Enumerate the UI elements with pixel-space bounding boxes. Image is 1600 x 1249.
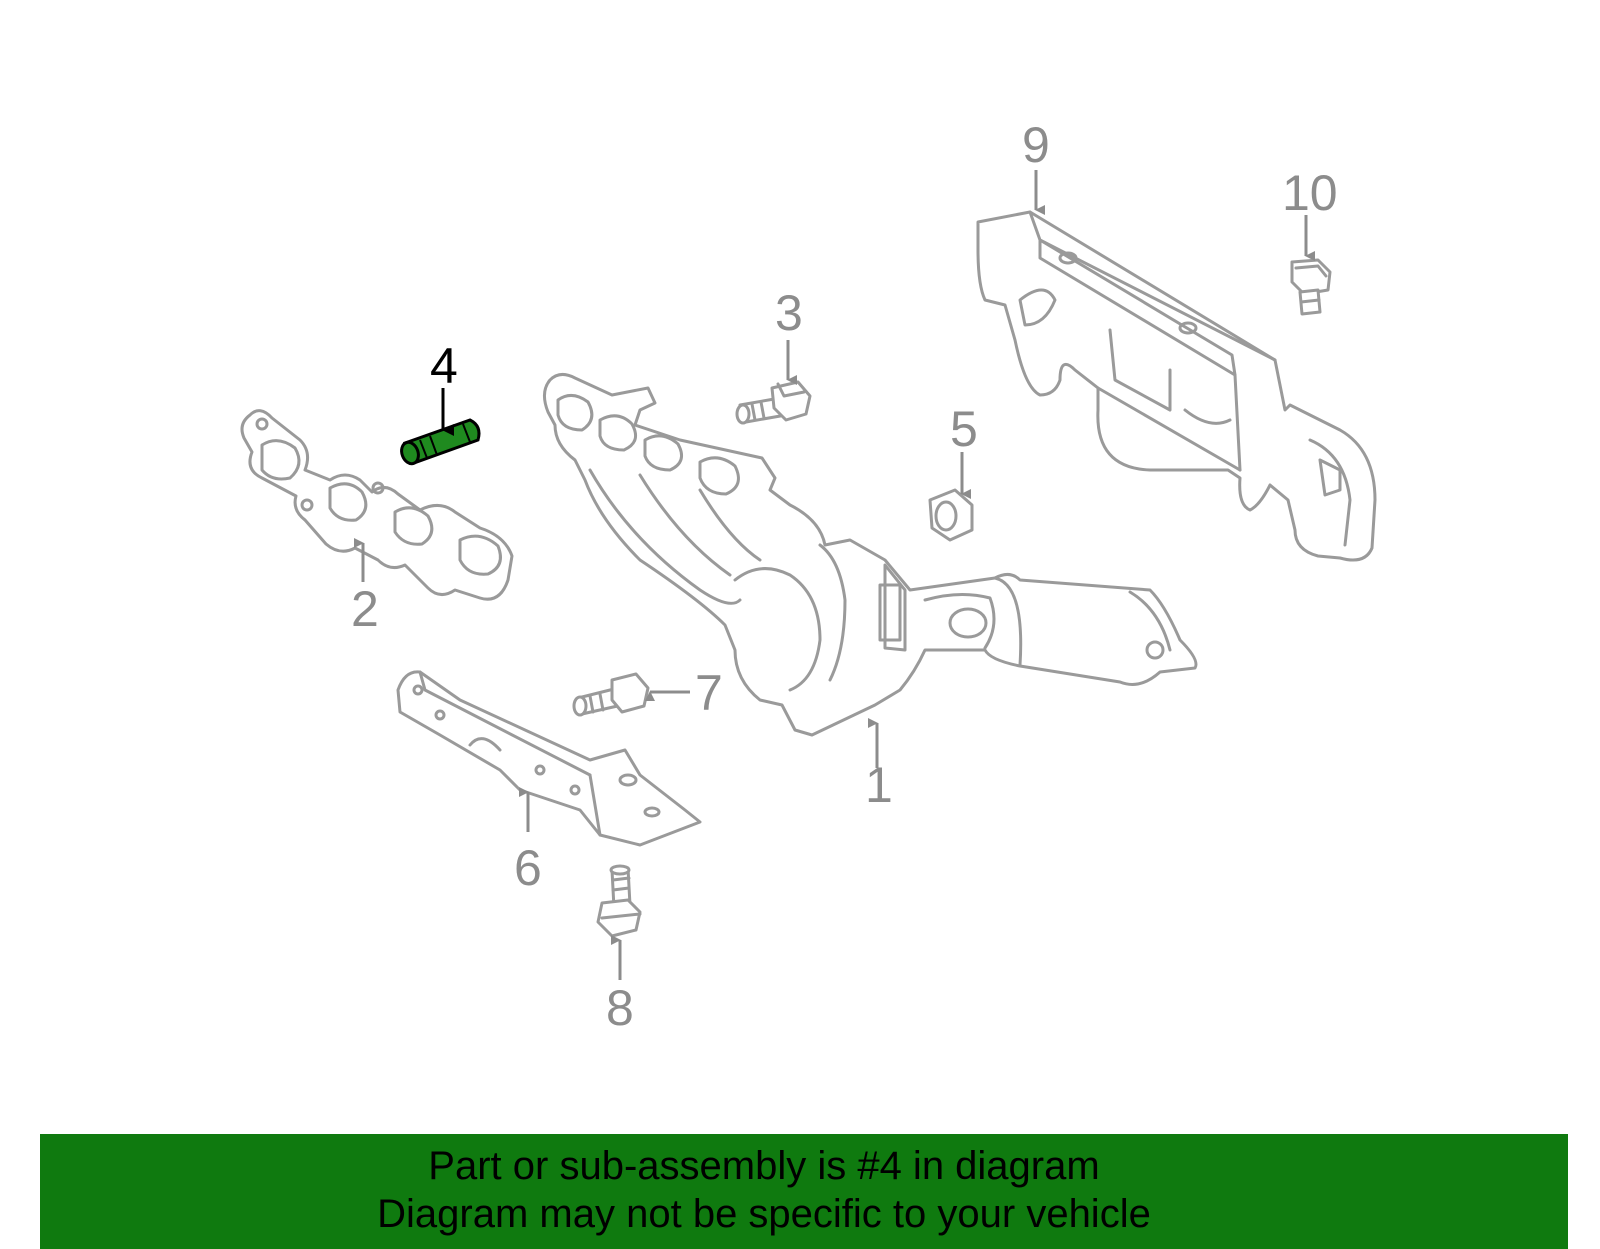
callout-8: 8 (606, 980, 634, 1036)
callout-10: 10 (1282, 165, 1338, 221)
leader-lines (354, 170, 1315, 980)
callout-7: 7 (695, 665, 723, 721)
callout-9: 9 (1022, 117, 1050, 173)
callout-1: 1 (865, 757, 893, 813)
callout-6: 6 (514, 840, 542, 896)
exhaust-manifold-gasket (240, 409, 514, 601)
upper-heat-shield (976, 210, 1377, 562)
bolt-8 (596, 864, 642, 938)
callout-2: 2 (351, 581, 379, 637)
bolt-10 (1290, 258, 1332, 316)
callout-4: 4 (430, 338, 458, 394)
bolt-7 (572, 672, 650, 717)
info-banner: Part or sub-assembly is #4 in diagram Di… (40, 1134, 1568, 1249)
manifold-stud-highlighted (400, 418, 481, 466)
nut-5 (928, 488, 974, 542)
exhaust-manifold-catalytic-converter (543, 373, 1198, 737)
bolt-3 (735, 380, 812, 425)
callout-5: 5 (950, 401, 978, 457)
lower-heat-shield (396, 670, 702, 847)
banner-line-part-number: Part or sub-assembly is #4 in diagram (428, 1144, 1100, 1188)
banner-line-disclaimer: Diagram may not be specific to your vehi… (377, 1192, 1151, 1236)
callout-3: 3 (775, 285, 803, 341)
